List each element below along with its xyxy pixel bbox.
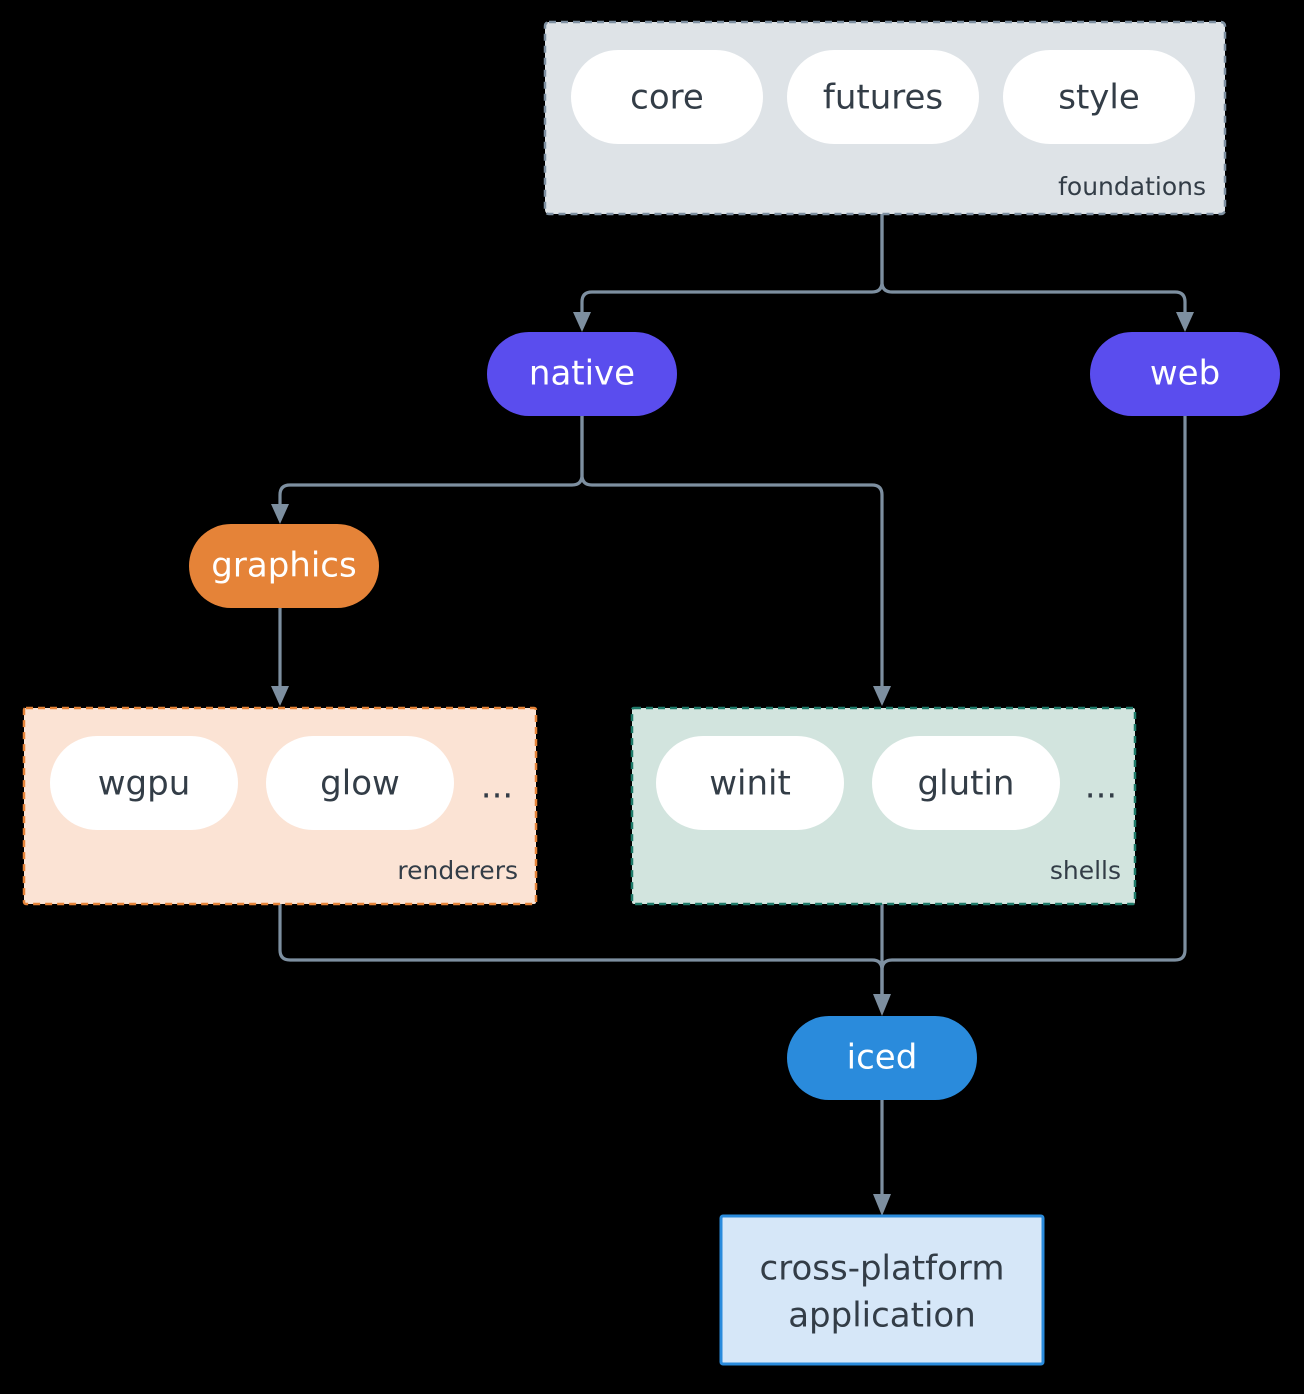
- cluster-renderers: wgpu glow ... renderers: [22, 706, 538, 906]
- node-futures-label: futures: [823, 78, 943, 118]
- arrowhead-native-graphics: [271, 504, 289, 524]
- node-web-label: web: [1150, 354, 1220, 394]
- node-glow[interactable]: glow: [266, 736, 454, 830]
- node-winit-shape: [656, 736, 844, 830]
- cluster-foundations-label: foundations: [1058, 172, 1206, 201]
- arrowhead-foundations-web: [1176, 312, 1194, 332]
- node-glutin-label: glutin: [918, 764, 1015, 804]
- node-style-shape: [1003, 50, 1195, 144]
- node-core-label: core: [630, 78, 704, 118]
- edge-renderers-iced: [278, 902, 884, 1002]
- node-graphics-shape: [189, 524, 379, 608]
- node-native-shape: [487, 332, 677, 416]
- node-wgpu-shape: [50, 736, 238, 830]
- node-iced[interactable]: iced: [787, 1016, 977, 1100]
- arrowhead-native-shells: [873, 686, 891, 706]
- node-style-label: style: [1058, 78, 1140, 118]
- node-wgpu[interactable]: wgpu: [50, 736, 238, 830]
- node-glutin[interactable]: glutin: [872, 736, 1060, 830]
- arrowhead-graphics-renderers: [271, 686, 289, 706]
- edge-foundations-web: [880, 212, 1187, 320]
- arrowhead-foundations-native: [573, 312, 591, 332]
- node-style[interactable]: style: [1003, 50, 1195, 144]
- node-native[interactable]: native: [487, 332, 677, 416]
- edge-native-shells: [580, 414, 884, 694]
- node-winit-label: winit: [709, 764, 791, 804]
- node-winit[interactable]: winit: [656, 736, 844, 830]
- edge-web-iced: [880, 414, 1187, 1002]
- node-iced-shape: [787, 1016, 977, 1100]
- node-web[interactable]: web: [1090, 332, 1280, 416]
- cluster-renderers-label: renderers: [397, 856, 518, 885]
- node-application-shape: [719, 1214, 1045, 1366]
- cluster-shells-label: shells: [1050, 856, 1121, 885]
- arrowhead-iced-application: [873, 1194, 891, 1216]
- cluster-shells: winit glutin ... shells: [630, 706, 1137, 906]
- shells-ellipsis: ...: [1085, 767, 1117, 807]
- cluster-foundations: core futures style foundations: [543, 20, 1227, 216]
- node-core-shape: [571, 50, 763, 144]
- node-graphics[interactable]: graphics: [189, 524, 379, 608]
- arrowhead-merge-iced: [873, 994, 891, 1016]
- node-web-shape: [1090, 332, 1280, 416]
- node-iced-label: iced: [847, 1038, 918, 1078]
- edge-foundations-fork: [580, 212, 884, 320]
- node-native-label: native: [529, 354, 635, 394]
- node-core[interactable]: core: [571, 50, 763, 144]
- node-glow-shape: [266, 736, 454, 830]
- node-futures-shape: [787, 50, 979, 144]
- node-glutin-shape: [872, 736, 1060, 830]
- node-glow-label: glow: [320, 764, 400, 804]
- node-application-label-line2: application: [788, 1296, 976, 1336]
- node-application-label-line1: cross-platform: [760, 1249, 1005, 1289]
- node-futures[interactable]: futures: [787, 50, 979, 144]
- edge-layer: [271, 212, 1194, 1216]
- node-application[interactable]: cross-platform application: [719, 1214, 1045, 1366]
- edge-native-graphics: [278, 414, 584, 512]
- node-wgpu-label: wgpu: [98, 764, 191, 804]
- node-graphics-label: graphics: [211, 546, 356, 586]
- renderers-ellipsis: ...: [481, 767, 513, 807]
